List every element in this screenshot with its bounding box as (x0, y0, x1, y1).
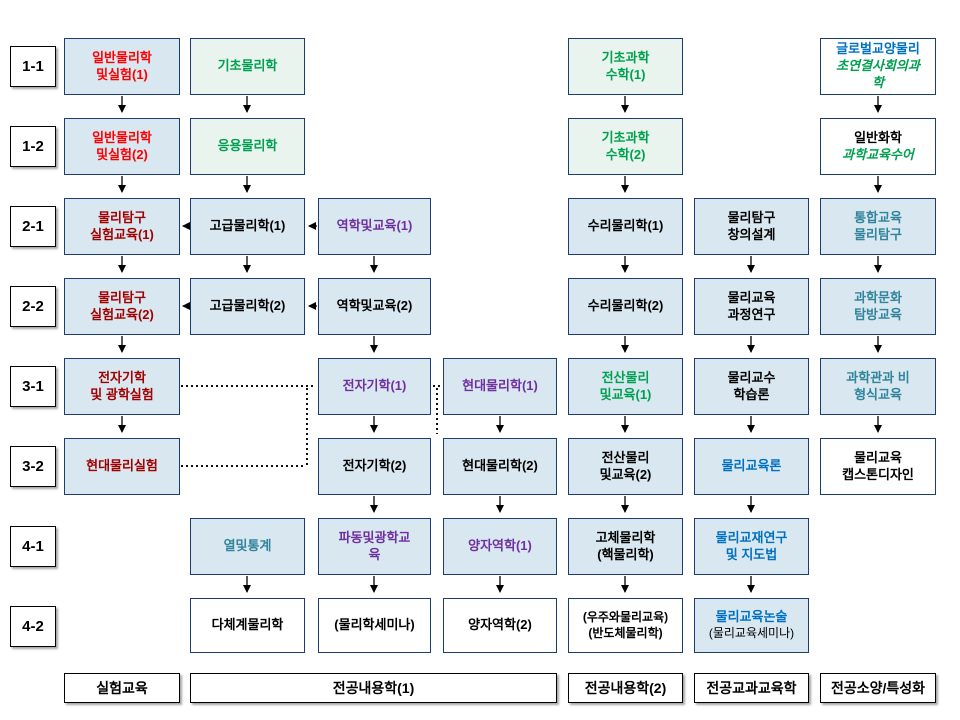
course-general-chemistry-subtitle: 과학교육수어 (842, 146, 914, 162)
course-quantum-mechanics-2: 양자역학(2) (443, 598, 557, 653)
course-physics-seminar: (물리학세미나) (318, 598, 431, 653)
course-thermal-statistics: 열및통계 (190, 518, 305, 575)
course-physics-inquiry-creative-design: 물리탐구 창의설계 (694, 198, 809, 255)
course-basic-science-math-2: 기초과학 수학(2) (568, 118, 683, 175)
course-integrated-edu-physics-inquiry: 통합교육 물리탐구 (820, 198, 936, 255)
course-physics-inquiry-exp-edu-2: 물리탐구 실험교육(2) (64, 278, 180, 335)
semester-label-3-2: 3-2 (10, 446, 56, 487)
course-general-physics-lab-2: 일반물리학 및실험(2) (64, 118, 180, 175)
course-physics-edu-curriculum-research: 물리교육 과정연구 (694, 278, 809, 335)
category-liberal-specialization: 전공소양/특성화 (820, 673, 936, 703)
course-physics-edu-essay-title: 물리교육논술 (715, 609, 788, 625)
course-modern-physics-2: 현대물리학(2) (443, 438, 557, 495)
course-global-liberal-physics-subtitle: 초연결사회의과 학 (836, 58, 920, 90)
course-space-semiconductor: (우주와물리교육) (반도체물리학) (568, 598, 683, 653)
course-math-physics-2: 수리물리학(2) (568, 278, 683, 335)
course-advanced-physics-1: 고급물리학(1) (190, 198, 305, 255)
course-mechanics-edu-2: 역학및교육(2) (318, 278, 431, 335)
course-physics-edu-essay: 물리교육논술 (물리교육세미나) (694, 598, 809, 653)
course-quantum-mechanics-1: 양자역학(1) (443, 518, 557, 575)
course-basic-physics: 기초물리학 (190, 38, 305, 95)
course-computational-physics-edu-2: 전산물리 및교육(2) (568, 438, 683, 495)
semester-label-2-1: 2-1 (10, 206, 56, 247)
semester-label-2-2: 2-2 (10, 286, 56, 327)
course-applied-physics: 응용물리학 (190, 118, 305, 175)
category-major-content-2: 전공내용학(2) (568, 673, 683, 703)
course-modern-physics-1: 현대물리학(1) (443, 358, 557, 415)
category-experiment-education: 실험교육 (64, 673, 180, 703)
course-physics-edu-essay-subtitle: (물리교육세미나) (708, 626, 795, 641)
course-science-culture-tour-edu: 과학문화 탐방교육 (820, 278, 936, 335)
course-computational-physics-edu-1: 전산물리 및교육(1) (568, 358, 683, 415)
course-global-liberal-physics: 글로벌교양물리 초연결사회의과 학 (820, 38, 936, 95)
course-mechanics-edu-1: 역학및교육(1) (318, 198, 431, 255)
course-advanced-physics-2: 고급물리학(2) (190, 278, 305, 335)
course-modern-physics-lab: 현대물리실험 (64, 438, 180, 495)
semester-label-4-1: 4-1 (10, 526, 56, 567)
semester-label-1-2: 1-2 (10, 126, 56, 167)
semester-label-1-1: 1-1 (10, 46, 56, 87)
course-physics-teaching-learning: 물리교수 학습론 (694, 358, 809, 415)
course-global-liberal-physics-title: 글로벌교양물리 (836, 41, 920, 57)
course-science-museum-informal-edu: 과학관과 비 형식교육 (820, 358, 936, 415)
course-general-physics-lab-1: 일반물리학 및실험(1) (64, 38, 180, 95)
semester-label-3-1: 3-1 (10, 366, 56, 407)
course-physics-edu-capstone: 물리교육 캡스톤디자인 (820, 438, 936, 495)
course-general-chemistry: 일반화학 과학교육수어 (820, 118, 936, 175)
semester-label-4-2: 4-2 (10, 606, 56, 647)
category-major-content-1: 전공내용학(1) (190, 673, 557, 703)
course-wave-optics-edu: 파동및광학교 육 (318, 518, 431, 575)
course-electromagnetism-1: 전자기학(1) (318, 358, 431, 415)
course-em-optics-lab: 전자기학 및 광학실험 (64, 358, 180, 415)
category-subject-pedagogy: 전공교과교육학 (694, 673, 809, 703)
course-physics-textbook-teaching: 물리교재연구 및 지도법 (694, 518, 809, 575)
course-physics-education-theory: 물리교육론 (694, 438, 809, 495)
course-solid-state-nuclear: 고체물리학 (핵물리학) (568, 518, 683, 575)
course-basic-science-math-1: 기초과학 수학(1) (568, 38, 683, 95)
course-many-body-physics: 다체계물리학 (190, 598, 305, 653)
course-physics-inquiry-exp-edu-1: 물리탐구 실험교육(1) (64, 198, 180, 255)
course-general-chemistry-title: 일반화학 (854, 129, 902, 145)
course-electromagnetism-2: 전자기학(2) (318, 438, 431, 495)
course-math-physics-1: 수리물리학(1) (568, 198, 683, 255)
